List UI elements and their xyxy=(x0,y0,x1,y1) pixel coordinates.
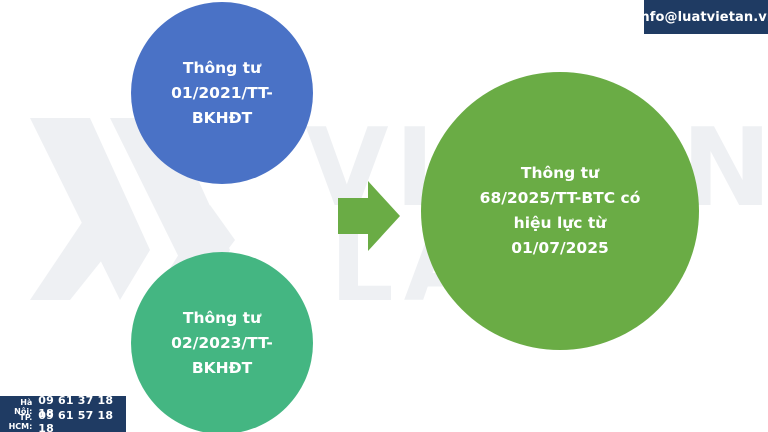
hcm-label: TP. HCM: xyxy=(8,412,33,431)
hcm-phone[interactable]: 09 61 57 18 18 xyxy=(38,408,114,432)
source-node-1-label: Thông tư 01/2021/TT-BKHĐT xyxy=(171,58,273,127)
contact-box: Hà Nội: 09 61 37 18 18 TP. HCM: 09 61 57… xyxy=(0,394,126,432)
email-badge[interactable]: info@luatvietan.vn xyxy=(636,0,768,34)
contact-row-hanoi: Hà Nội: 09 61 37 18 18 xyxy=(4,394,122,420)
source-node-1: Thông tư 01/2021/TT-BKHĐT xyxy=(131,2,313,184)
logo-mark-stroke-3 xyxy=(30,218,110,300)
email-text[interactable]: info@luatvietan.vn xyxy=(635,9,768,25)
source-node-2-label: Thông tư 02/2023/TT-BKHĐT xyxy=(171,308,273,377)
logo-mark-stroke-1 xyxy=(30,118,150,300)
hanoi-label: Hà Nội: xyxy=(14,397,33,416)
right-arrow-icon xyxy=(338,181,400,251)
source-node-2: Thông tư 02/2023/TT-BKHĐT xyxy=(131,252,313,432)
hanoi-phone[interactable]: 09 61 37 18 18 xyxy=(38,393,114,420)
contact-row-hcm: TP. HCM: 09 61 57 18 18 xyxy=(4,409,122,432)
target-node: Thông tư 68/2025/TT-BTC có hiệu lực từ 0… xyxy=(421,72,699,350)
target-node-label: Thông tư 68/2025/TT-BTC có hiệu lực từ 0… xyxy=(479,164,641,257)
